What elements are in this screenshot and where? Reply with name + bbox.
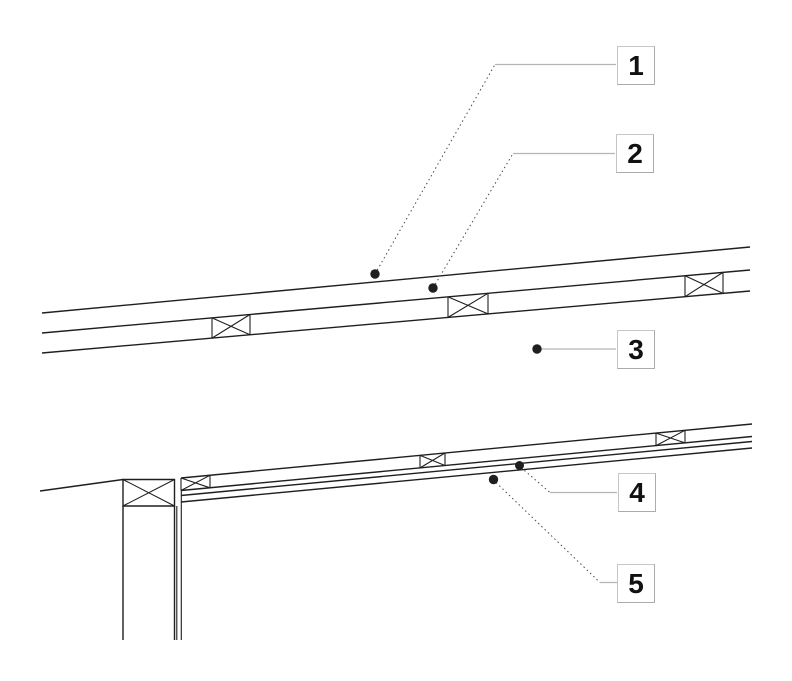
- callout-leader-3: [532, 344, 616, 354]
- callout-leader-5: [488, 474, 617, 584]
- callout-marker-dot-1: [370, 269, 380, 279]
- cross-batten-symbol: [684, 271, 724, 298]
- callout-leader-1: [370, 63, 616, 279]
- cross-batten-symbol: [655, 429, 686, 447]
- support-column: [122, 478, 182, 640]
- callout-marker-dot-4: [515, 461, 524, 470]
- callout-marker-dot-3: [532, 344, 542, 354]
- callout-marker-dot-5: [488, 474, 499, 485]
- callout-number-4: 4: [629, 476, 645, 508]
- callout-number-2: 2: [627, 137, 643, 169]
- cross-batten-symbol: [122, 478, 176, 507]
- cross-batten-symbol: [447, 292, 489, 318]
- callout-box-5: 5: [617, 564, 655, 603]
- cross-batten-symbol: [419, 452, 446, 469]
- callout-box-1: 1: [617, 46, 655, 85]
- upper-roof-assembly: [41, 246, 751, 354]
- callout-number-3: 3: [628, 333, 644, 365]
- callout-leader-2: [428, 152, 615, 293]
- callout-leader-4: [515, 461, 617, 494]
- callout-marker-dot-2: [428, 283, 438, 293]
- callout-box-2: 2: [616, 134, 654, 173]
- callout-number-1: 1: [628, 49, 644, 81]
- callout-number-5: 5: [628, 567, 644, 599]
- callout-box-3: 3: [617, 330, 655, 369]
- cross-batten-symbol: [180, 474, 211, 491]
- callout-box-4: 4: [618, 473, 656, 512]
- ceiling-line: [39, 478, 124, 492]
- lower-roof-assembly: [180, 423, 753, 503]
- cross-batten-symbol: [211, 314, 251, 339]
